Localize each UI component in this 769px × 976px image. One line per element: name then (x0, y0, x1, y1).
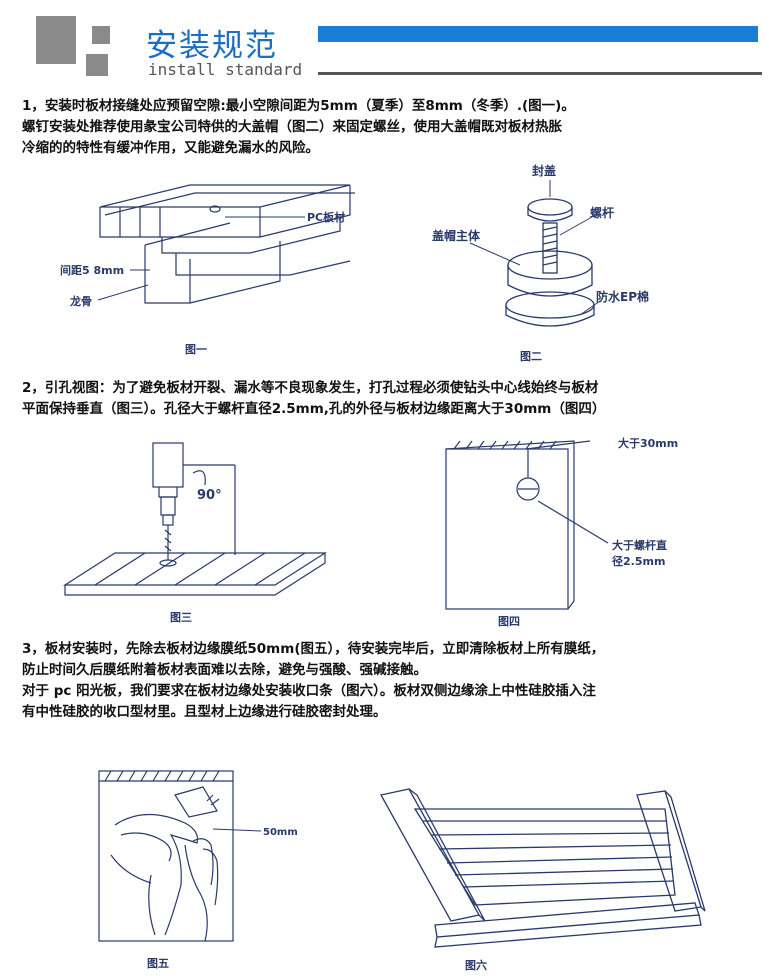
section-2-line: 平面保持垂直（图三）。孔径大于螺杆直径2.5mm,孔的外径与板材边缘距离大于30… (22, 401, 606, 417)
header-accent-bar (318, 26, 758, 42)
fig5-label-50mm: 50mm (263, 827, 298, 838)
section-2-text: 2，引孔视图：为了避免板材开裂、漏水等不良现象发生，打孔过程必须使钻头中心线始终… (22, 378, 605, 420)
figure-1-panel-gap-diagram: PC板材 间距5 8mm 龙骨 图一 (60, 184, 355, 356)
logo-square-small-top (92, 26, 110, 44)
page-title: 安装规范 (146, 28, 278, 64)
logo-square-small-bottom (86, 54, 108, 76)
figure-5-peel-film-diagram: 50mm 图五 (98, 770, 298, 970)
fig1-label-pc: PC板材 (307, 210, 345, 224)
section-1-line: 螺钉安装处推荐使用彖宝公司特供的大盖帽（图二）来固定螺丝，使用大盖帽既对板材热胀 (22, 119, 562, 135)
fig1-label-gap: 间距5 8mm (60, 264, 124, 277)
fig2-label-body: 盖帽主体 (432, 228, 481, 243)
header-divider (318, 72, 762, 75)
fig4-label-edge: 大于30mm (618, 436, 678, 450)
fig5-caption: 图五 (147, 957, 169, 970)
fig1-caption: 图一 (185, 343, 207, 356)
fig2-label-cap: 封盖 (532, 163, 556, 178)
section-1-line: 1，安装时板材接缝处应预留空隙:最小空隙间距为5mm（夏季）至8mm（冬季）.(… (22, 98, 575, 114)
figure-3-drilling-diagram: 90° 图三 (62, 442, 328, 624)
section-1-line: 冷缩的的特性有缓冲作用，又能避免漏水的风险。 (22, 140, 319, 156)
fig6-caption: 图六 (465, 958, 487, 972)
figure-4-hole-distance-diagram: 大于30mm 大于螺杆直 径2.5mm 图四 (445, 436, 678, 628)
fig4-label-dia-2: 径2.5mm (612, 554, 665, 568)
section-3-text: 3，板材安装时，先除去板材边缘膜纸50mm(图五），待安装完毕后，立即清除板材上… (22, 639, 604, 723)
fig2-caption: 图二 (520, 350, 542, 363)
fig4-label-dia-1: 大于螺杆直 (612, 538, 667, 552)
figure-6-edge-profile-diagram: 图六 (380, 788, 706, 972)
fig2-label-epdm: 防水EP棉 (596, 289, 649, 304)
page-header: 安装规范 install standard (0, 0, 769, 90)
fig3-caption: 图三 (170, 611, 192, 624)
logo-square-large (36, 16, 76, 64)
section-3-line: 对于 pc 阳光板，我们要求在板材边缘处安装收口条（图六）。板材双侧边缘涂上中性… (22, 683, 596, 699)
section-3-line: 3，板材安装时，先除去板材边缘膜纸50mm(图五），待安装完毕后，立即清除板材上… (22, 641, 605, 657)
fig3-label-angle: 90° (197, 488, 222, 503)
section-3-line: 有中性硅胶的收口型材里。且型材上边缘进行硅胶密封处理。 (22, 704, 387, 720)
figure-2-cap-diagram: 封盖 螺杆 盖帽主体 防水EP棉 图二 (432, 163, 649, 363)
page-subtitle: install standard (148, 60, 303, 79)
section-3-line: 防止时间久后膜纸附着板材表面难以去除，避免与强酸、强碱接触。 (22, 662, 427, 678)
fig4-caption: 图四 (498, 615, 520, 628)
fig2-label-screw: 螺杆 (590, 205, 614, 220)
section-1-text: 1，安装时板材接缝处应预留空隙:最小空隙间距为5mm（夏季）至8mm（冬季）.(… (22, 96, 575, 159)
section-2-line: 2，引孔视图：为了避免板材开裂、漏水等不良现象发生，打孔过程必须使钻头中心线始终… (22, 380, 599, 396)
fig1-label-keel: 龙骨 (69, 294, 92, 308)
